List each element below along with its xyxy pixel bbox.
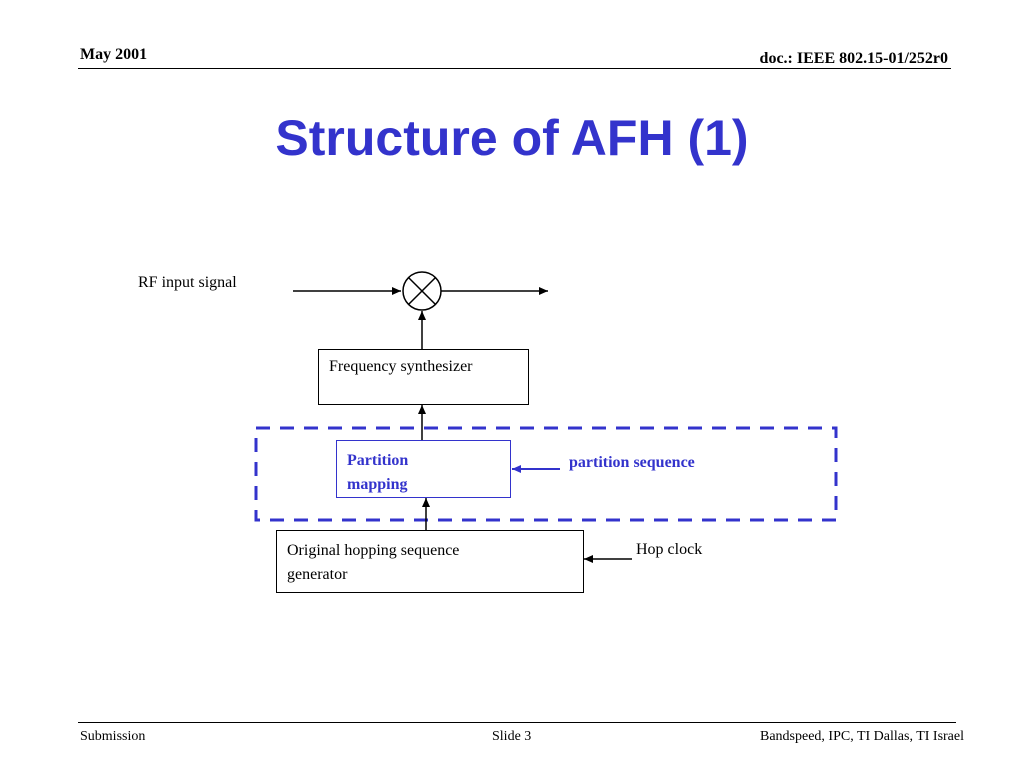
- mixer-icon: [402, 271, 442, 311]
- footer-submission: Submission: [80, 729, 146, 744]
- hop-clock-label: Hop clock: [636, 541, 703, 558]
- partition-mapping-box: Partition mapping: [336, 440, 511, 498]
- header-date: May 2001: [80, 46, 148, 63]
- header-divider: [78, 68, 951, 69]
- frequency-synthesizer-box: Frequency synthesizer: [318, 349, 529, 405]
- footer-divider: [78, 722, 956, 723]
- footer-slide-number: Slide 3: [492, 729, 532, 744]
- footer-authors: Bandspeed, IPC, TI Dallas, TI Israel: [760, 729, 964, 744]
- rf-input-label: RF input signal: [138, 274, 237, 291]
- partition-boundary: [254, 426, 838, 522]
- hopping-sequence-generator-box: Original hopping sequence generator: [276, 530, 584, 593]
- header-doc-id: doc.: IEEE 802.15-01/252r0: [759, 50, 948, 67]
- partition-sequence-label: partition sequence: [569, 454, 695, 471]
- slide-title: Structure of AFH (1): [275, 110, 749, 166]
